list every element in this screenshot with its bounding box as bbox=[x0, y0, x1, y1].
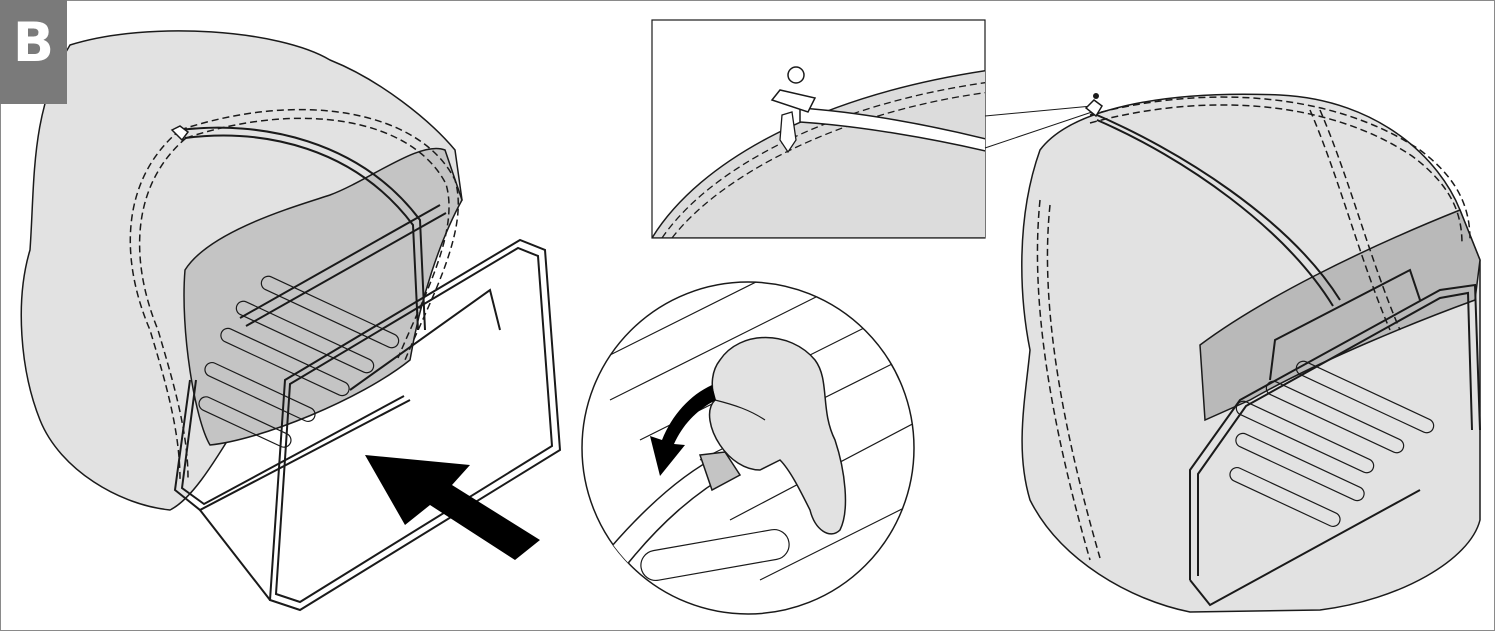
cover-inner-band-left bbox=[183, 147, 463, 446]
push-arrow-icon bbox=[365, 455, 540, 560]
cover-floor-ribs-left bbox=[198, 275, 400, 448]
cover-seam-right bbox=[1036, 96, 1471, 561]
cover-seam-left bbox=[129, 108, 459, 481]
screw-detail bbox=[779, 111, 797, 154]
panel-detail-hook-clip bbox=[651, 19, 1093, 239]
panel-detail-hand bbox=[581, 281, 915, 615]
cover-inner-band-right bbox=[1199, 209, 1481, 422]
frame-tube-detail bbox=[799, 107, 985, 152]
fold-arrow-icon bbox=[650, 385, 716, 476]
hook-clip-detail bbox=[770, 89, 817, 113]
hook-clip-left bbox=[170, 125, 190, 142]
frame-left bbox=[173, 126, 562, 612]
hand-icon bbox=[708, 336, 847, 535]
step-label-badge: B bbox=[0, 0, 67, 104]
frame-right bbox=[1089, 111, 1481, 607]
panel-right-cover-fitted bbox=[1021, 93, 1481, 613]
panel-left-cover-pulling bbox=[20, 30, 562, 612]
nut-detail bbox=[787, 66, 805, 84]
hook-clip-right bbox=[1084, 99, 1103, 118]
